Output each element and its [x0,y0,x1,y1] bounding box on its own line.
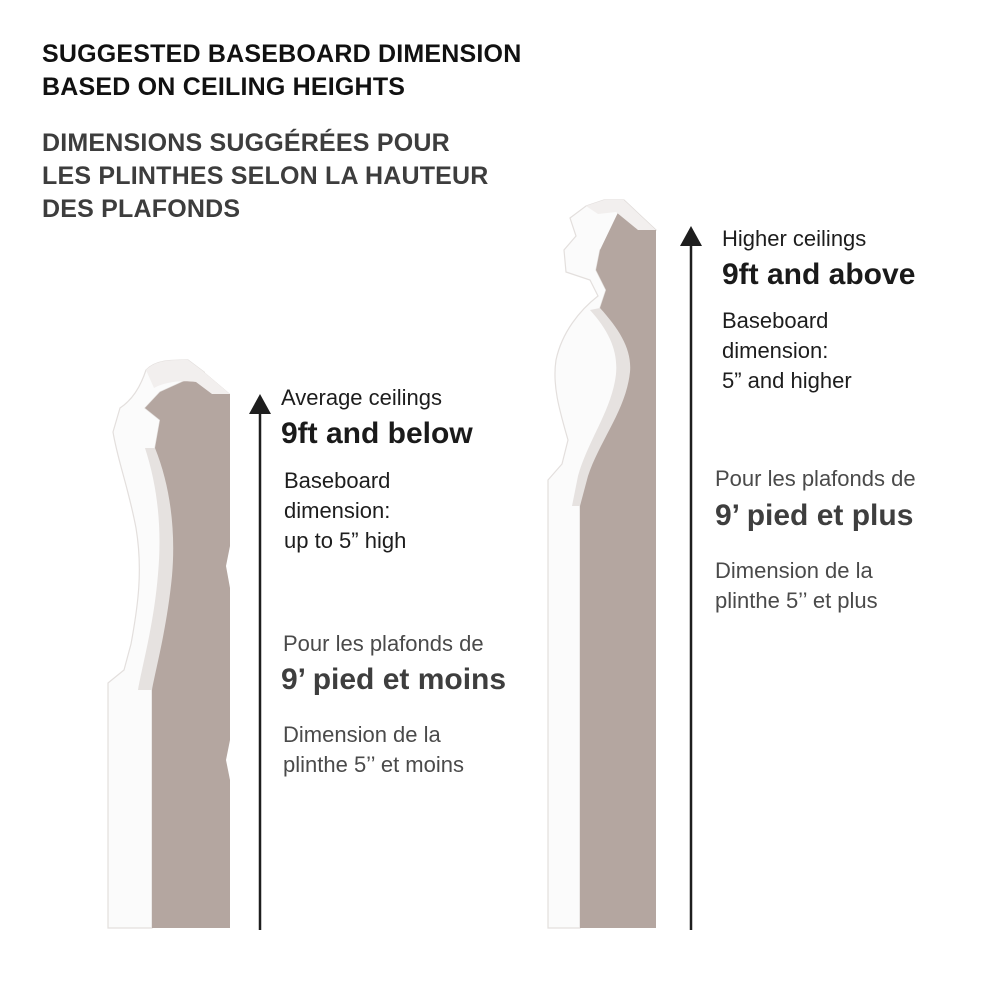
tall-baseboard-top [586,200,656,230]
short-baseboard-profile [107,359,230,929]
tall-baseboard-profile [547,199,658,929]
average-en-desc-line-2: dimension: [284,498,391,523]
higher-en-desc-line-2: dimension: [722,338,829,363]
higher-en-label: Higher ceilings [722,226,867,251]
average-fr-desc-line-1: Dimension de la [283,722,441,747]
average-en-desc-line-3: up to 5” high [284,528,407,553]
higher-fr-desc-line-1: Dimension de la [715,558,873,583]
higher-fr-label: Pour les plafonds de [715,466,916,491]
higher-en-description: Baseboard dimension: 5” and higher [722,306,852,396]
average-en-height: 9ft and below [281,417,473,450]
average-fr-height: 9’ pied et moins [281,663,507,696]
average-fr-desc-line-2: plinthe 5’’ et moins [283,752,464,777]
average-en-desc-line-1: Baseboard [284,468,391,493]
title-fr-line-1: DIMENSIONS SUGGÉRÉES POUR [42,129,450,157]
title-en-line-2: BASED ON CEILING HEIGHTS [42,73,406,101]
higher-en-desc-line-3: 5” and higher [722,368,852,393]
average-height-arrow [249,394,271,930]
average-en-description: Baseboard dimension: up to 5” high [284,466,406,556]
arrow-up-icon [680,226,702,246]
title-fr-line-3: DES PLAFONDS [42,195,241,223]
short-baseboard-face [145,372,230,928]
average-en-label: Average ceilings [281,385,443,410]
short-baseboard-top [146,360,230,394]
short-baseboard-shade [138,448,174,690]
average-fr-label: Pour les plafonds de [283,631,484,656]
average-fr-description: Dimension de la plinthe 5’’ et moins [283,720,464,780]
title-fr-line-2: LES PLINTHES SELON LA HAUTEUR [42,162,489,190]
arrow-up-icon [249,394,271,414]
higher-fr-description: Dimension de la plinthe 5’’ et plus [715,556,878,616]
title-en-line-1: SUGGESTED BASEBOARD DIMENSION [42,40,522,68]
higher-height-arrow [680,226,702,930]
title-english: SUGGESTED BASEBOARD DIMENSION BASED ON C… [42,38,602,104]
higher-en-desc-line-1: Baseboard [722,308,829,333]
tall-baseboard-face [580,200,656,928]
tall-baseboard-shade [572,308,631,506]
higher-fr-height: 9’ pied et plus [715,499,914,532]
higher-en-height: 9ft and above [722,258,916,291]
title-french: DIMENSIONS SUGGÉRÉES POUR LES PLINTHES S… [42,127,562,226]
higher-fr-desc-line-2: plinthe 5’’ et plus [715,588,878,613]
